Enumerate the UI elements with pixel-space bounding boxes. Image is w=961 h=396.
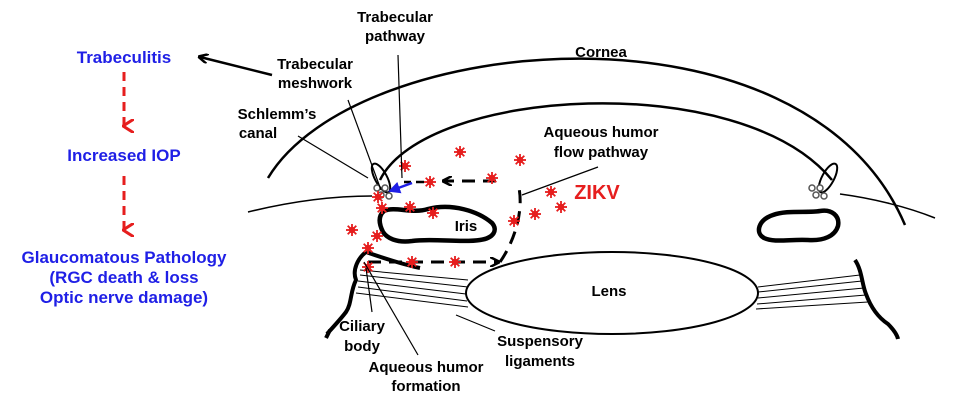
trabecular-pathway-label-2: pathway <box>365 28 426 45</box>
glaucoma-line-2: (RGC death & loss <box>49 268 198 287</box>
schlemm-canal-label-1: Schlemm’s <box>238 106 317 123</box>
virus-particle <box>545 186 557 198</box>
arrow-to-trabeculitis <box>200 57 272 75</box>
virus-particle <box>449 256 461 268</box>
virus-particle <box>555 201 567 213</box>
virus-particle <box>514 154 526 166</box>
zikv-label: ZIKV <box>574 182 620 204</box>
suspensory-ligaments-label-1: Suspensory <box>497 333 584 350</box>
trabecular-pathway-label-1: Trabecular <box>357 9 433 26</box>
trabeculitis-label: Trabeculitis <box>77 48 171 67</box>
schlemm-canal-label-2: canal <box>239 125 277 142</box>
virus-particle <box>399 160 411 172</box>
left-limbus-line <box>248 196 372 212</box>
right-iris <box>759 211 838 241</box>
aqueous-formation-label-1: Aqueous humor <box>369 359 484 376</box>
virus-particle <box>404 201 416 213</box>
glaucoma-line-1: Glaucomatous Pathology <box>22 248 228 267</box>
virus-particle <box>508 215 520 227</box>
trabecular-meshwork-label-1: Trabecular <box>277 56 353 73</box>
suspensory-ligaments-label-2: ligaments <box>505 353 575 370</box>
virus-particle <box>372 191 384 203</box>
virus-particle <box>371 230 383 242</box>
aqueous-flow-label-1: Aqueous humor <box>544 124 659 141</box>
right-ciliary-body <box>855 260 898 339</box>
trabecular-meshwork-label-2: meshwork <box>278 75 353 92</box>
ciliary-body-label-2: body <box>344 338 380 355</box>
virus-particle <box>486 172 498 184</box>
aqueous-formation-label-2: formation <box>391 378 460 395</box>
aqueous-flow-label-2: flow pathway <box>554 144 649 161</box>
virus-particle <box>424 176 436 188</box>
right-limbus-line <box>840 194 935 218</box>
glaucoma-line-3: Optic nerve damage) <box>40 288 208 307</box>
lens-label: Lens <box>591 283 626 300</box>
virus-particle <box>362 242 374 254</box>
virus-particle <box>454 146 466 158</box>
iris-label: Iris <box>455 218 478 235</box>
virus-particle <box>376 202 388 214</box>
increased-iop-label: Increased IOP <box>67 146 180 165</box>
virus-particle <box>406 256 418 268</box>
ciliary-body-label-1: Ciliary <box>339 318 386 335</box>
virus-particle <box>346 224 358 236</box>
anterior-chamber-curve <box>380 103 832 180</box>
virus-particle <box>529 208 541 220</box>
virus-particle <box>427 207 439 219</box>
blue-outflow-arrow <box>390 183 412 191</box>
cornea-label: Cornea <box>575 44 627 61</box>
